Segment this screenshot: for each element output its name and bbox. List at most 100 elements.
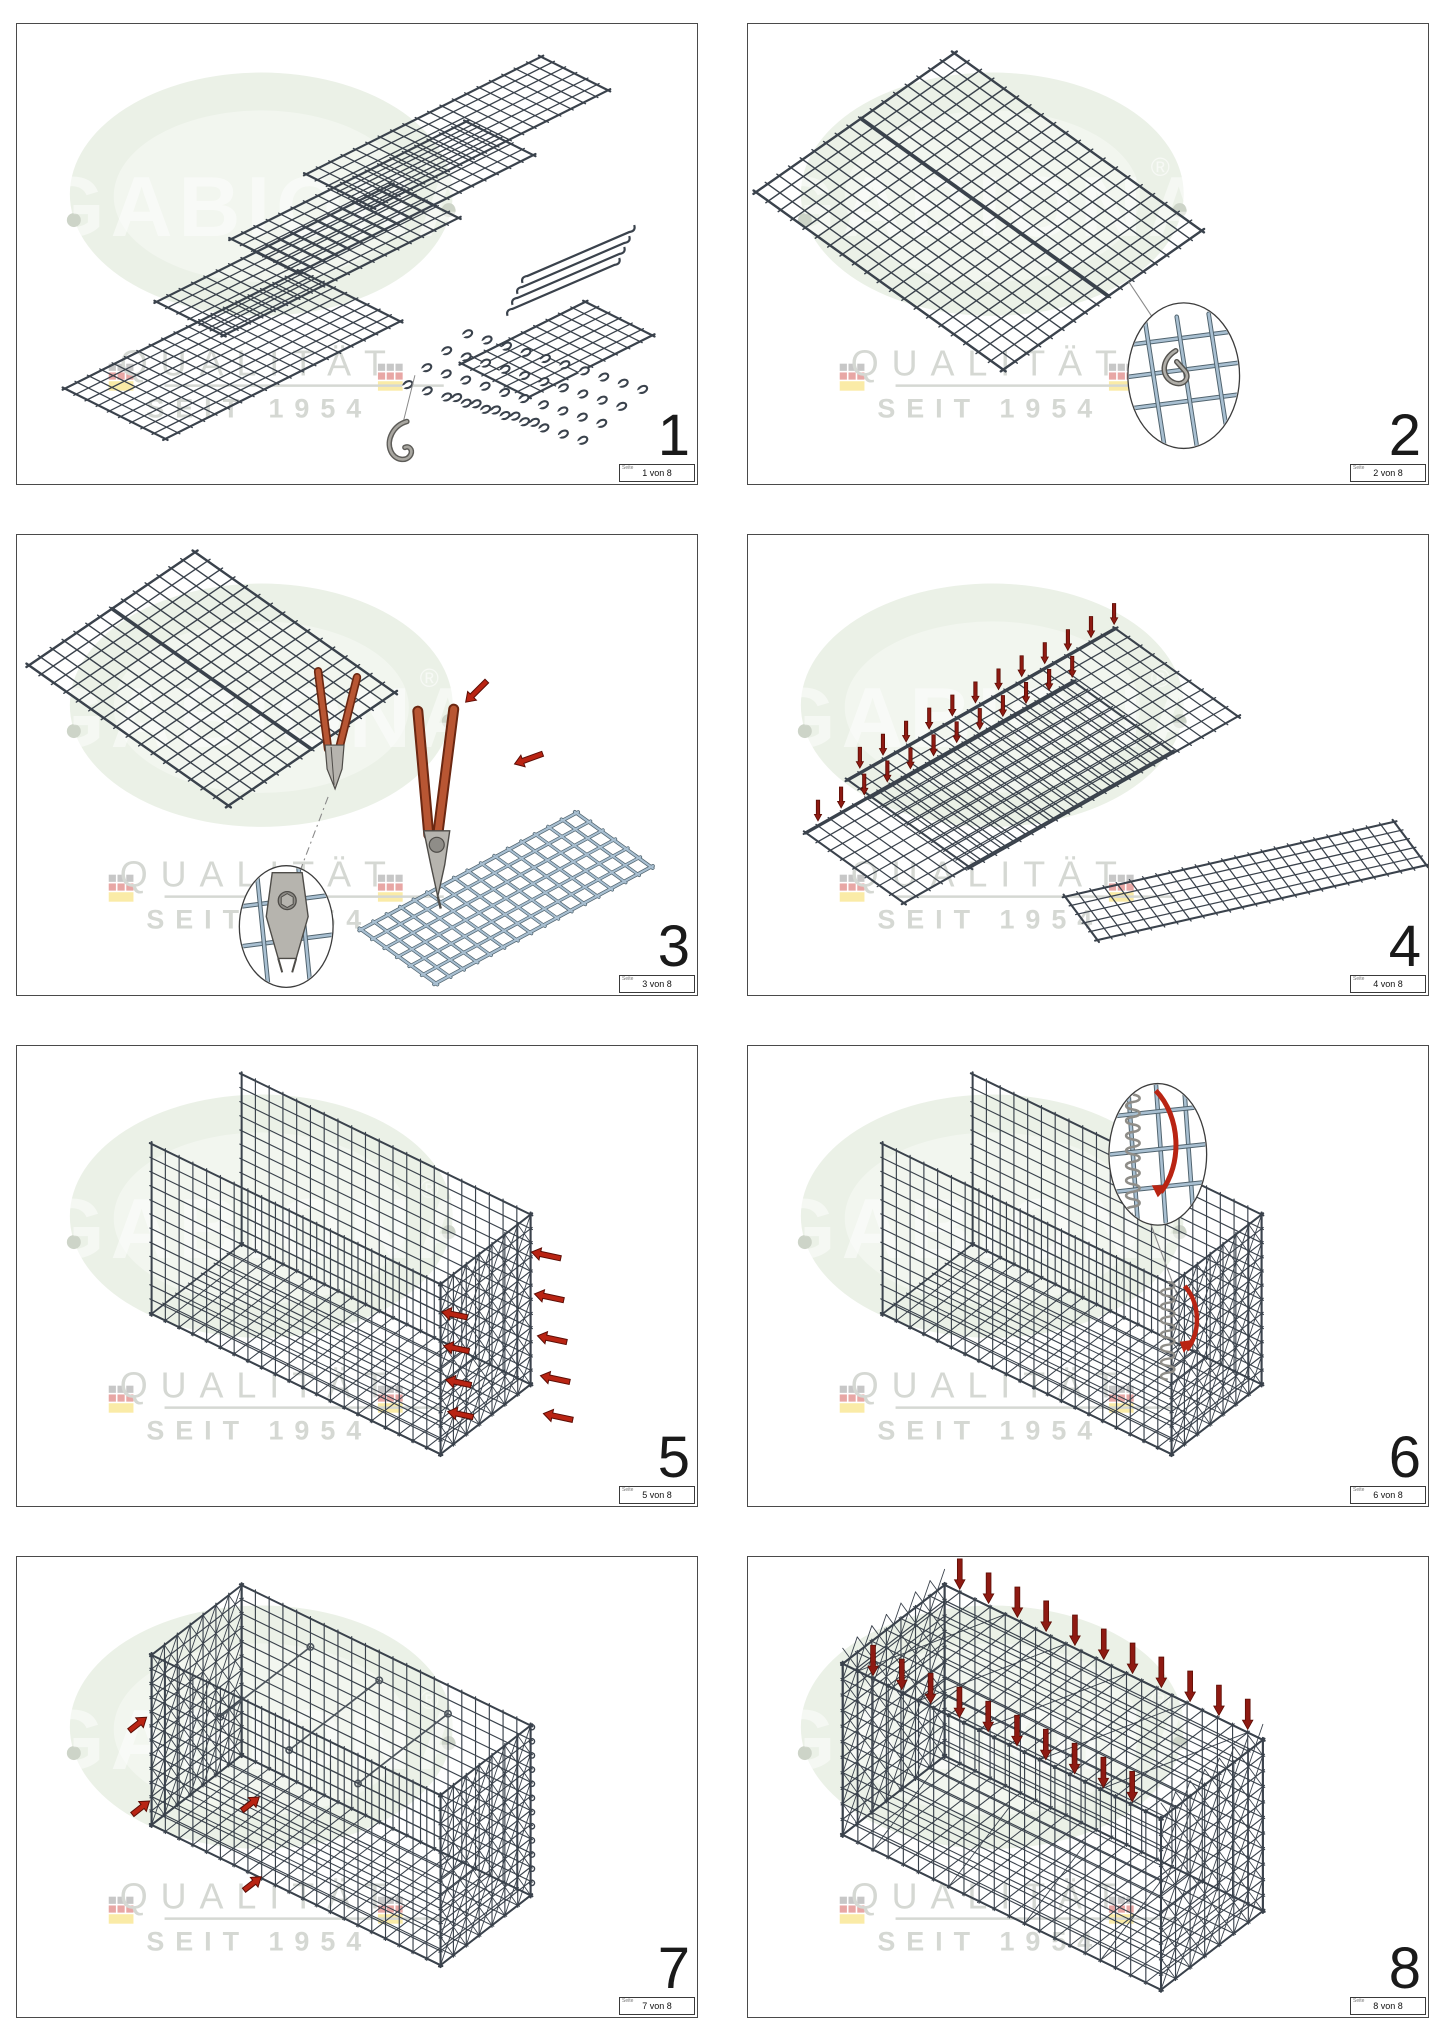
panel-step-1: GABIONA ® QUALITÄT SEIT 1954 1 Seite 1 v… — [16, 23, 698, 485]
c-clip-icon — [499, 364, 511, 374]
press-down-arrow-icon — [1184, 1670, 1197, 1703]
c-clip-icon — [576, 389, 589, 399]
c-clip-icon — [518, 394, 530, 404]
press-down-arrow-icon — [836, 786, 846, 809]
press-down-arrow-icon — [975, 708, 985, 731]
scene-clip-pliers: GABIONA ® QUALITÄT SEIT 1954 — [25, 549, 655, 988]
step-number: 4 — [1388, 914, 1421, 979]
rod-hook — [628, 224, 636, 234]
red-arrow-icon — [440, 1306, 469, 1321]
page-indicator: Seite 7 von 8 — [619, 1997, 695, 2015]
c-clip-icon — [636, 384, 649, 394]
page-count: 1 von 8 — [642, 467, 672, 478]
scene-spiral-threading: GABIONA ® QUALITÄT SEIT 1954 — [769, 1071, 1265, 1458]
c-clip-icon — [479, 381, 491, 391]
watermark-line2: SEIT 1954 — [877, 1927, 1103, 1957]
c-clip-icon — [500, 341, 513, 351]
holder-hook — [306, 1642, 315, 1651]
spiral-curl — [528, 1723, 536, 1731]
watermark-line1: QUALITÄT — [851, 1877, 1130, 1917]
red-arrow-icon — [241, 1876, 262, 1893]
page-count: 5 von 8 — [642, 1489, 672, 1500]
c-clip-icon — [509, 411, 521, 421]
rod-hook — [515, 285, 523, 295]
press-down-arrow-icon — [953, 1686, 966, 1719]
c-clip-icon — [537, 377, 550, 387]
c-clip-icon — [421, 386, 433, 396]
c-clip-icon — [537, 400, 549, 410]
holder-hook — [375, 1676, 384, 1685]
press-down-arrow-icon — [953, 1558, 966, 1591]
german-flag-watermark — [839, 874, 865, 902]
spiral-curl — [528, 1822, 536, 1830]
watermark-line2: SEIT 1954 — [146, 1416, 372, 1446]
spiral-curl — [528, 1752, 536, 1759]
watermark-line2: SEIT 1954 — [146, 1927, 372, 1957]
press-down-arrow-icon — [1109, 603, 1119, 626]
panel-step-5: GABIONA ® QUALITÄT SEIT 1954 5 Seite 5 v… — [16, 1045, 698, 1507]
red-arrow-icon — [539, 1370, 571, 1386]
page-indicator: Seite 6 von 8 — [1350, 1486, 1426, 1504]
c-clip-icon — [489, 405, 502, 415]
step-number: 7 — [657, 1936, 690, 2001]
press-down-arrow-icon — [1086, 616, 1096, 639]
pliers-bolt — [428, 836, 445, 853]
page-count: 4 von 8 — [1373, 978, 1403, 989]
spiral-curl — [528, 1837, 536, 1844]
spiral-curl — [528, 1851, 536, 1858]
press-down-arrow-icon — [1097, 1628, 1110, 1661]
rod-hook — [520, 274, 528, 284]
rod-hook — [619, 246, 626, 256]
press-down-arrow-icon — [1097, 1756, 1110, 1789]
red-arrow-icon — [533, 1288, 565, 1304]
red-arrow-icon — [446, 1406, 475, 1421]
panel-step-2: GABIONA ® QUALITÄT SEIT 1954 2 Seite 2 v… — [747, 23, 1429, 485]
c-clip-icon — [556, 406, 569, 416]
press-down-arrow-icon — [867, 1644, 879, 1677]
panel-step-6: GABIONA ® QUALITÄT SEIT 1954 6 Seite 6 v… — [747, 1045, 1429, 1507]
watermark-line2: SEIT 1954 — [877, 394, 1103, 424]
german-flag-watermark — [839, 1385, 865, 1413]
c-clip-icon — [596, 395, 608, 405]
press-down-arrow-icon — [1213, 1684, 1225, 1717]
press-down-arrow-icon — [924, 1672, 937, 1705]
scene-close-lid: GABIONA ® QUALITÄT SEIT 1954 — [769, 1558, 1266, 1993]
spiral-wire-icon — [1124, 1093, 1141, 1216]
watermark-line1: QUALITÄT — [120, 1366, 399, 1406]
spiral-curl — [528, 1738, 536, 1745]
scene-parts-overview: GABIONA ® QUALITÄT SEIT 1954 — [38, 54, 656, 463]
scene-distance-holders: GABIONA ® QUALITÄT SEIT 1954 — [38, 1582, 536, 1969]
press-down-arrow-icon — [948, 694, 957, 717]
c-clip-icon — [557, 429, 569, 439]
spiral-curl — [528, 1766, 536, 1773]
press-down-arrow-icon — [1068, 1742, 1081, 1775]
c-clip-icon — [461, 329, 474, 339]
c-clip-icon — [528, 417, 540, 427]
page-count: 8 von 8 — [1373, 2000, 1403, 2011]
c-clip-icon — [539, 353, 551, 364]
panel-step-3: GABIONA ® QUALITÄT SEIT 1954 3 Seite 3 v… — [16, 534, 698, 996]
red-arrow-icon — [127, 1716, 148, 1734]
german-flag-watermark — [839, 363, 865, 391]
press-down-arrow-icon — [982, 1572, 995, 1605]
press-down-arrow-icon — [906, 747, 915, 770]
press-down-arrow-icon — [924, 707, 934, 730]
step-number: 3 — [657, 914, 690, 979]
page-indicator: Seite 1 von 8 — [619, 464, 695, 482]
holder-hook — [444, 1709, 453, 1718]
c-clip-icon — [576, 412, 588, 422]
c-clip-icon — [518, 370, 530, 381]
c-clip-icon — [576, 435, 589, 445]
c-clip-icon — [479, 358, 492, 368]
rod-hook — [614, 257, 621, 267]
c-clip-icon — [401, 380, 414, 390]
german-flag-watermark — [108, 874, 134, 902]
press-down-arrow-icon — [1039, 1728, 1052, 1761]
page-indicator: Seite 8 von 8 — [1350, 1997, 1426, 2015]
pliers-icon — [313, 667, 362, 791]
page-count: 3 von 8 — [642, 978, 672, 989]
page-box-label: Seite — [622, 1487, 634, 1493]
watermark-line1: QUALITÄT — [851, 855, 1130, 895]
press-down-arrow-icon — [1021, 682, 1031, 705]
